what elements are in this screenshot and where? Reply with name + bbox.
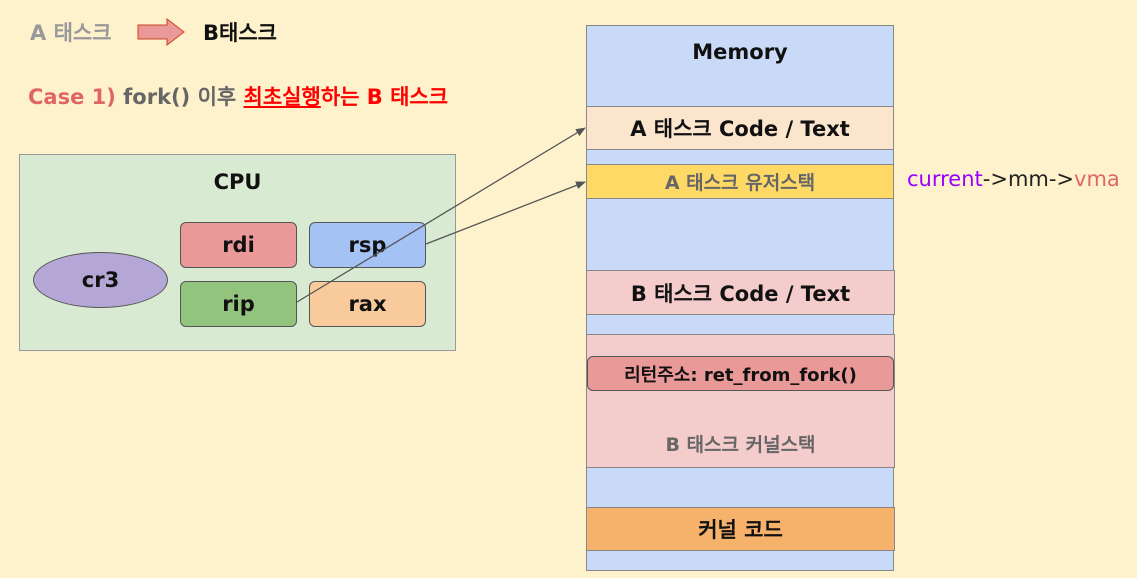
memory-a-code: A 태스크 Code / Text: [586, 106, 894, 150]
vma-arrow: ->mm->: [982, 167, 1075, 191]
cpu-title: CPU: [213, 170, 262, 194]
register-rip: rip: [180, 281, 297, 327]
register-rax: rax: [309, 281, 426, 327]
memory-title: Memory: [692, 40, 788, 64]
vma-pointer-label: current->mm->vma: [907, 167, 1120, 191]
register-rdi: rdi: [180, 222, 297, 268]
vma-current: current: [907, 167, 983, 191]
case-suffix: 하는: [320, 85, 360, 109]
case-fork: fork() 이후: [123, 85, 237, 109]
task-b-label: B태스크: [203, 21, 277, 45]
memory-kernel-code: 커널 코드: [586, 507, 895, 551]
case-heading: Case 1) fork() 이후 최초실행하는 B 태스크: [28, 81, 448, 111]
memory-b-kernel-stack-label: B 태스크 커널스택: [665, 434, 816, 456]
case-task: B 태스크: [366, 85, 449, 109]
memory-b-code: B 태스크 Code / Text: [586, 270, 895, 315]
task-a-label: A 태스크: [30, 21, 112, 45]
register-cr3: cr3: [33, 252, 168, 308]
return-address-slot: 리턴주소: ret_from_fork(): [587, 356, 894, 391]
case-prefix: Case 1): [28, 85, 116, 109]
right-arrow-icon: [137, 18, 185, 46]
case-emphasis: 최초실행: [243, 85, 321, 109]
register-rsp: rsp: [309, 222, 426, 268]
vma-vma: vma: [1074, 167, 1120, 191]
memory-a-user-stack: A 태스크 유저스택: [586, 164, 894, 199]
